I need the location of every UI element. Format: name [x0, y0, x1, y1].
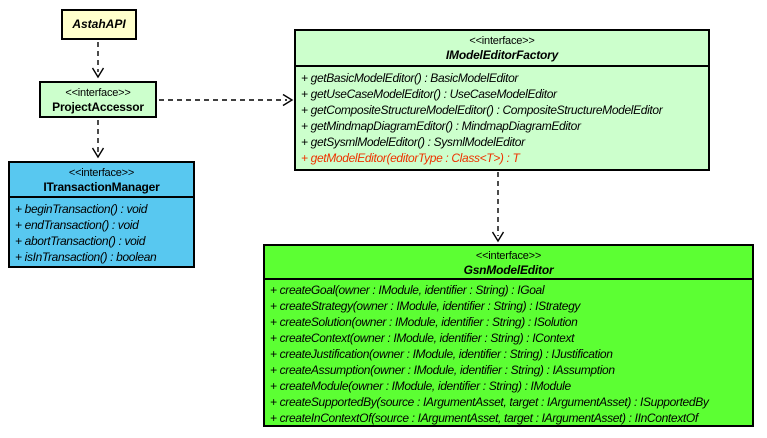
class-box-astahapi[interactable]: AstahAPI — [61, 9, 137, 40]
method-item: + getSysmlModelEditor() : SysmlModelEdit… — [301, 135, 525, 149]
interface-name: ProjectAccessor — [52, 100, 144, 114]
method-list: + beginTransaction() : void + endTransact… — [10, 198, 193, 265]
method-item: + getCompositeStructureModelEditor() : C… — [301, 103, 663, 117]
stereotype-label: <<interface>> — [469, 35, 535, 47]
method-list: + getBasicModelEditor() : BasicModelEdit… — [296, 67, 708, 166]
interface-box-projectaccessor[interactable]: <<interface>> ProjectAccessor — [39, 81, 157, 118]
interface-name: ITransactionManager — [43, 180, 160, 194]
dependency-arrow-projectaccessor-to-itransactionmanager[interactable] — [91, 120, 105, 159]
method-item: + endTransaction() : void — [15, 218, 139, 232]
method-item: + createJustification(owner : IModule, i… — [270, 347, 613, 361]
method-item: + createSolution(owner : IModule, identi… — [270, 315, 578, 329]
interface-box-imodeleditorfactory[interactable]: <<interface>> IModelEditorFactory + getB… — [294, 29, 710, 171]
dependency-arrow-astahapi-to-projectaccessor[interactable] — [91, 42, 105, 79]
method-item: + createAssumption(owner : IModule, iden… — [270, 363, 615, 377]
method-item: + createContext(owner : IModule, identif… — [270, 331, 575, 345]
method-item: + getUseCaseModelEditor() : UseCaseModel… — [301, 87, 557, 101]
stereotype-label: <<interface>> — [68, 167, 135, 179]
method-item: + isInTransaction() : boolean — [15, 250, 157, 264]
interface-box-gsnmodeleditor[interactable]: <<interface>> GsnModelEditor + createGoa… — [263, 244, 754, 427]
interface-name: GsnModelEditor — [463, 263, 554, 277]
method-item: + getMindmapDiagramEditor() : MindmapDia… — [301, 119, 581, 133]
method-item: + createGoal(owner : IModule, identifier… — [270, 283, 545, 297]
method-item: + createStrategy(owner : IModule, identi… — [270, 299, 581, 313]
method-list: + createGoal(owner : IModule, identifier… — [265, 280, 752, 426]
method-item: + createInContextOf(source : IArgumentAs… — [270, 411, 698, 425]
method-item: + createModule(owner : IModule, identifi… — [270, 379, 571, 393]
method-item: + createSupportedBy(source : IArgumentAs… — [270, 395, 709, 409]
class-name: AstahAPI — [72, 17, 126, 31]
stereotype-label: <<interface>> — [475, 250, 542, 262]
method-item: + getBasicModelEditor() : BasicModelEdit… — [301, 71, 519, 85]
stereotype-label: <<interface>> — [65, 87, 131, 99]
interface-name: IModelEditorFactory — [445, 48, 559, 62]
dependency-arrow-imodeleditorfactory-to-gsnmodeleditor[interactable] — [491, 172, 505, 243]
dependency-arrow-projectaccessor-to-imodeleditorfactory[interactable] — [159, 93, 294, 107]
method-item: + beginTransaction() : void — [15, 202, 148, 216]
method-item: + getModelEditor(editorType : Class<T>) … — [301, 151, 520, 165]
interface-box-itransactionmanager[interactable]: <<interface>> ITransactionManager + begi… — [8, 161, 195, 268]
method-item: + abortTransaction() : void — [15, 234, 146, 248]
